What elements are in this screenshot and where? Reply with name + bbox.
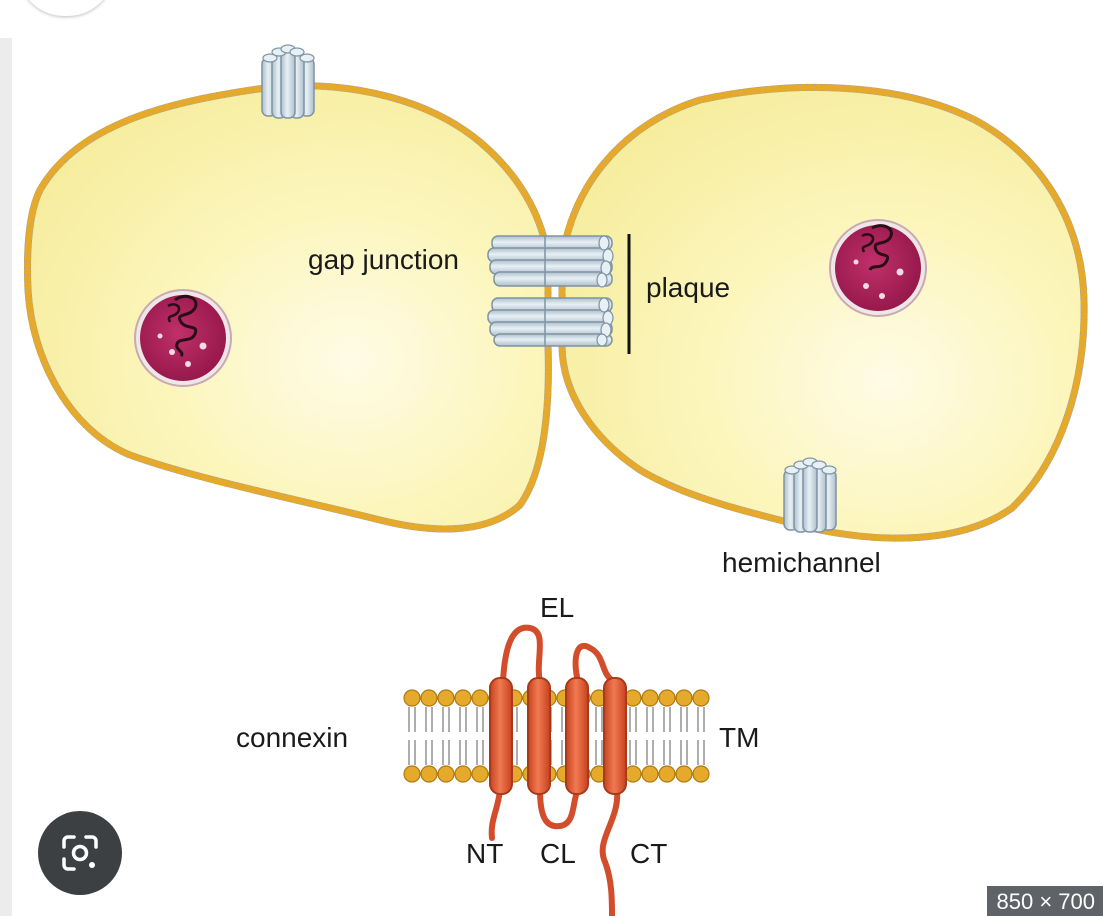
- lipid-head: [454, 765, 472, 783]
- el-label: EL: [540, 592, 575, 623]
- lipid-head: [420, 689, 438, 707]
- lipid-head: [403, 765, 421, 783]
- lipid-head: [692, 689, 710, 707]
- tm-helix-4: [603, 677, 627, 795]
- tm-label: TM: [719, 722, 760, 753]
- left-cell-body: [24, 82, 552, 533]
- right-cell: [558, 83, 1088, 542]
- left-nucleus: [134, 289, 232, 387]
- lipid-head: [420, 765, 438, 783]
- extracellular-loop-1: [500, 624, 543, 685]
- connexin-membrane: [403, 689, 710, 783]
- gap-junction-channel-lower: [487, 297, 614, 347]
- c-terminus-tail: [599, 787, 621, 916]
- lipid-head: [658, 689, 676, 707]
- tm-helix-3: [565, 677, 589, 795]
- extracellular-loop-2: [572, 643, 618, 685]
- lipid-head: [675, 689, 693, 707]
- lipid-head: [641, 689, 659, 707]
- right-nucleus: [829, 219, 927, 317]
- ct-label: CT: [630, 838, 668, 869]
- lipid-head: [675, 765, 693, 783]
- plaque-label: plaque: [646, 272, 731, 303]
- gap-junction-label: gap junction: [308, 244, 460, 275]
- right-cell-membrane-heads: [558, 83, 1088, 542]
- top-hemichannel: [261, 44, 315, 119]
- image-size-badge: 850 × 700: [986, 885, 1103, 916]
- lipid-head: [624, 689, 642, 707]
- left-cell: [24, 82, 552, 533]
- lipid-head: [658, 765, 676, 783]
- cl-label: CL: [540, 838, 576, 869]
- gap-junction-channels: [487, 235, 614, 347]
- lipid-head: [437, 765, 455, 783]
- lipid-head: [437, 689, 455, 707]
- bottom-hemichannel: [783, 457, 837, 533]
- lipid-head: [403, 689, 421, 707]
- left-edge-strip: [0, 38, 12, 916]
- lipid-head: [641, 765, 659, 783]
- hemichannel-label: hemichannel: [722, 547, 881, 578]
- cytoplasmic-loop: [537, 787, 581, 830]
- lipid-head: [454, 689, 472, 707]
- nt-label: NT: [466, 838, 504, 869]
- tm-helix-1: [489, 677, 513, 795]
- connexin-label: connexin: [236, 722, 349, 753]
- lens-icon: [62, 835, 98, 871]
- lipid-head: [692, 765, 710, 783]
- gap-junction-channel-upper: [487, 235, 614, 288]
- n-terminus-tail: [488, 787, 503, 841]
- image-search-button[interactable]: [38, 811, 122, 895]
- lipid-head: [471, 689, 489, 707]
- lipid-head: [624, 765, 642, 783]
- connexin-protein: [488, 624, 627, 916]
- tm-helix-2: [527, 677, 551, 795]
- lipid-head: [471, 765, 489, 783]
